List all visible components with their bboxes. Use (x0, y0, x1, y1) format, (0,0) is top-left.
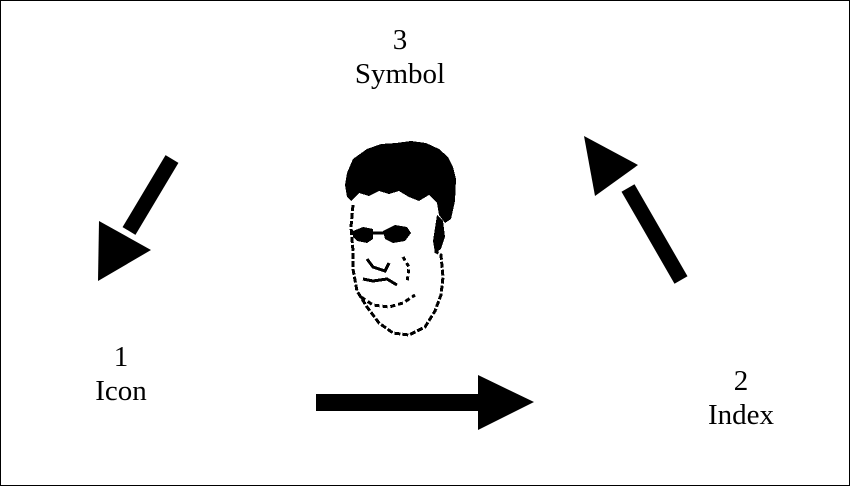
node-icon-number: 1 (113, 341, 129, 373)
node-symbol-name: Symbol (354, 58, 446, 90)
face-cheek (401, 256, 411, 284)
face-hair (345, 141, 456, 223)
face-right-eye (383, 225, 411, 243)
arrow-index-to-symbol (584, 136, 688, 284)
node-icon-name: Icon (95, 375, 147, 407)
node-icon: 1 Icon (41, 340, 201, 408)
node-symbol: 3 Symbol (320, 23, 480, 91)
face-left-eye (353, 227, 373, 243)
face-nose (365, 258, 391, 273)
face-mouth (362, 277, 398, 287)
face-outline (349, 204, 445, 337)
face-ear (433, 215, 445, 253)
node-index-name: Index (707, 399, 775, 431)
node-index-number: 2 (733, 365, 749, 397)
node-index: 2 Index (661, 364, 821, 432)
arrow-icon-to-index (316, 375, 534, 430)
node-symbol-number: 3 (392, 24, 408, 56)
arrow-symbol-to-icon (98, 155, 179, 281)
face-chin (360, 293, 416, 309)
